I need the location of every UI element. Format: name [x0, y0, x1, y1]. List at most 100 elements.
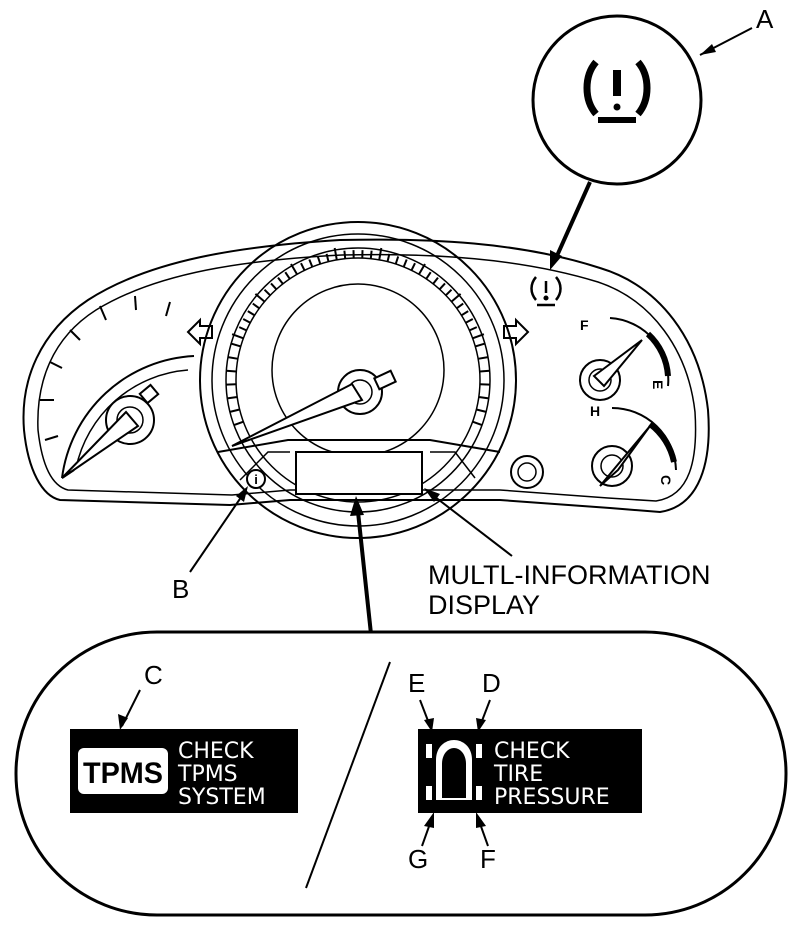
speedo-tick: [284, 271, 291, 280]
speedo-bezel-outer: [199, 221, 517, 539]
temp-scale-band: [648, 421, 677, 463]
trip-knob[interactable]: [510, 455, 544, 489]
temp-cold-label: C: [658, 475, 674, 485]
speedo-tick: [410, 262, 416, 271]
tach-needle: [61, 410, 140, 479]
speedo-tick: [378, 247, 383, 261]
speedo-tick: [230, 342, 241, 348]
fuel-hub-cap: [588, 368, 612, 392]
speedo-tick: [479, 369, 490, 373]
speedo-tick: [263, 288, 271, 297]
display-messages-bubble: [14, 630, 788, 917]
speedo-tick: [247, 310, 256, 317]
leader-b: [189, 489, 247, 573]
speedo-lower-cut: [217, 439, 501, 453]
speedo-tick: [438, 282, 446, 290]
speedo-tick: [456, 302, 464, 310]
speedo-tick: [386, 253, 391, 262]
tpms-msg-line2: TPMS: [177, 762, 238, 787]
speedo-tick: [418, 263, 426, 275]
mid-label-line1: MULTL-INFORMATION: [428, 560, 711, 590]
speedo-tick: [252, 302, 260, 310]
speedo-tick: [333, 247, 338, 261]
tire-msg-line3: PRESSURE: [494, 785, 610, 810]
speedo-tick: [242, 318, 251, 324]
vehicle-tire-icon: [426, 740, 482, 800]
speedo-tick: [238, 326, 247, 332]
speedo-tick: [229, 408, 240, 413]
speedo-tick: [233, 420, 244, 427]
fuel-gauge: [579, 317, 671, 401]
speedo-tick: [445, 288, 453, 297]
leader-d-arrowhead: [476, 718, 486, 732]
speedo-tick: [472, 333, 485, 340]
info-button[interactable]: i: [246, 469, 266, 489]
leader-c-arrowhead: [118, 714, 128, 730]
leader-b-arrowhead: [236, 486, 248, 502]
tpms-low-pressure-icon: [583, 59, 651, 123]
speedo-tick: [425, 271, 432, 280]
callout-label-b: B: [172, 574, 189, 604]
fuel-scale-band: [645, 331, 671, 377]
speedo-tick: [469, 326, 478, 332]
fuel-empty-label: E: [650, 380, 666, 389]
leader-a-arrowhead: [700, 44, 716, 55]
speedo-tick: [308, 259, 314, 268]
speedo-tick: [316, 256, 322, 265]
callout-label-a: A: [756, 4, 774, 34]
leader-bubble-arrowhead: [350, 496, 364, 516]
speedo-tick: [465, 318, 474, 324]
speedo-tick: [477, 356, 489, 360]
tire-front-right-icon: [476, 744, 482, 758]
speedo-tick: [472, 420, 483, 427]
multi-information-display-window: [295, 451, 423, 495]
tire-rear-left-icon: [426, 786, 432, 800]
leader-g-arrowhead: [424, 812, 434, 828]
temp-hot-label: H: [590, 403, 600, 419]
tire-msg-line1: CHECK: [494, 739, 570, 764]
leader-mid-arrowhead: [424, 488, 440, 502]
speedo-tick: [475, 342, 486, 348]
speedo-ticks: [226, 247, 490, 427]
speedo-tick: [300, 262, 306, 271]
tire-msg-line2: TIRE: [493, 762, 543, 787]
speedo-tick: [231, 333, 244, 340]
speedo-tick: [226, 369, 237, 373]
callout-label-f: F: [480, 844, 496, 874]
mid-label-line2: DISPLAY: [428, 590, 540, 620]
temp-hub-cap: [600, 454, 624, 478]
speedo-tick: [254, 293, 266, 303]
speedo-tick: [290, 263, 298, 275]
speedo-tick: [450, 293, 462, 303]
speedo-tick: [277, 276, 284, 285]
tachometer: [40, 295, 195, 479]
temp-needle: [599, 425, 651, 487]
speedo-tick: [227, 356, 239, 360]
bubble-divider: [305, 661, 391, 889]
callout-a-magnifier: [531, 14, 703, 186]
speedo-tick: [402, 259, 408, 268]
speedo-tick: [432, 276, 439, 285]
callout-label-d: D: [482, 668, 501, 698]
fuel-needle: [592, 339, 643, 388]
speedo-needle: [231, 382, 364, 447]
speedo-tick: [227, 396, 238, 400]
display-surround: [239, 451, 476, 481]
tpms-badge: [78, 748, 168, 794]
callout-label-g: G: [408, 844, 428, 874]
speedo-tick: [476, 408, 487, 413]
speedo-tick: [460, 310, 469, 317]
info-icon: i: [254, 472, 258, 487]
speedo-tick: [478, 396, 489, 400]
leader-e-arrowhead: [424, 718, 434, 732]
cluster-outline: [22, 238, 710, 514]
tach-needle-tail: [138, 383, 160, 405]
speedo-tick: [325, 253, 330, 262]
check-tpms-system-message: TPMS CHECK TPMS SYSTEM: [70, 729, 298, 813]
speedo-tick: [343, 250, 347, 259]
speedo-tick: [394, 256, 400, 265]
tpms-badge-text: TPMS: [83, 757, 163, 790]
speedo-tick: [270, 282, 278, 290]
speedo-needle-tail: [372, 369, 398, 391]
leader-mid: [425, 489, 513, 557]
